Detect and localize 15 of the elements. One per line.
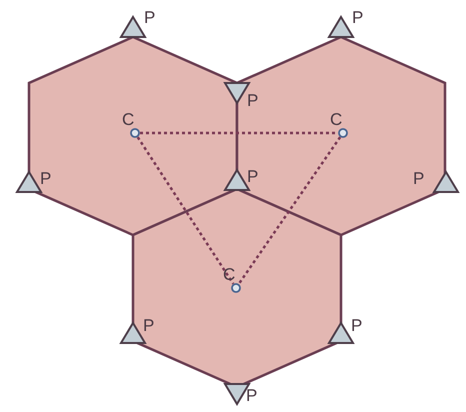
- point-label: P: [413, 170, 424, 187]
- point-label: P: [246, 387, 258, 404]
- dashed-line: [238, 136, 342, 285]
- point-label: C: [122, 111, 134, 128]
- point-label: P: [247, 92, 258, 109]
- point-label: P: [144, 9, 156, 26]
- point-label: P: [247, 168, 258, 185]
- dashed-line: [136, 136, 234, 284]
- point-label: P: [352, 9, 364, 26]
- dashed-line: [140, 132, 338, 134]
- point-label: P: [40, 170, 52, 187]
- point-label: P: [143, 317, 154, 334]
- point-label: P: [351, 317, 362, 334]
- point-label: C: [223, 266, 236, 283]
- point-label: C: [330, 111, 342, 128]
